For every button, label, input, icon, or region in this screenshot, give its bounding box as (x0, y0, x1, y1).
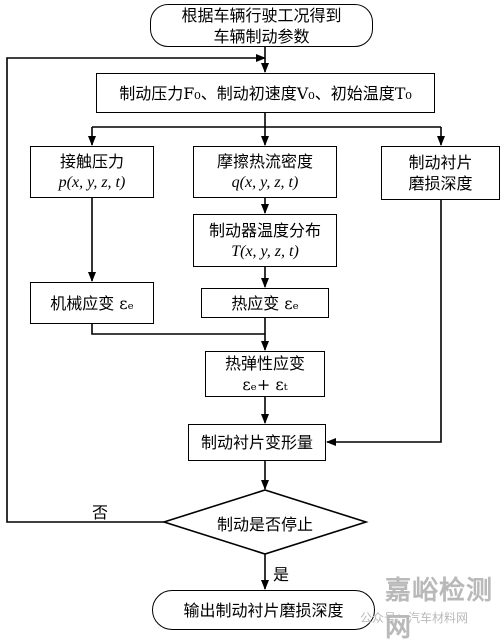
params-node: 制动压力F₀、制动初速度V₀、初始温度T₀ (96, 73, 435, 113)
contact-line2: p(x, y, z, t) (58, 174, 126, 191)
friction-line1: 摩擦热流密度 (216, 152, 313, 171)
edge-label-yes: 是 (273, 565, 290, 584)
thermoelastic-line1: 热弹性应变 (224, 354, 305, 373)
start-node: 根据车辆行驶工况得到 车辆制动参数 (150, 4, 373, 47)
mechanical-strain-node: 机械应变 εₑ (30, 282, 154, 324)
temperature-node: 制动器温度分布 T(x, y, z, t) (193, 214, 337, 267)
wear-depth-line1: 制动衬片 (408, 153, 473, 172)
deformation-node: 制动衬片变形量 (188, 424, 326, 461)
mechanical-strain-text: 机械应变 εₑ (50, 293, 134, 313)
temperature-line1: 制动器温度分布 (208, 220, 321, 240)
wear-depth-node: 制动衬片 磨损深度 (381, 146, 500, 200)
decision-text: 制动是否停止 (216, 515, 313, 534)
output-text: 输出制动衬片磨损深度 (183, 600, 344, 620)
watermark-caption: 公众号：汽车材料网 (360, 611, 469, 625)
edge-mech-thermoelastic (91, 324, 265, 335)
start-line2: 车辆制动参数 (213, 26, 310, 46)
thermal-strain-text: 热应变 εₑ (231, 293, 299, 313)
edge-label-no: 否 (92, 503, 109, 522)
friction-node: 摩擦热流密度 q(x, y, z, t) (193, 146, 337, 198)
start-line1: 根据车辆行驶工况得到 (181, 5, 342, 25)
contact-line1: 接触压力 (59, 152, 124, 171)
deformation-text: 制动衬片变形量 (200, 433, 313, 452)
params-text: 制动压力F₀、制动初速度V₀、初始温度T₀ (119, 83, 412, 103)
friction-line2: q(x, y, z, t) (231, 174, 299, 191)
thermoelastic-strain-node: 热弹性应变 εₑ+ εₜ (205, 351, 325, 397)
decision-diamond (161, 489, 369, 555)
temperature-line2: T(x, y, z, t) (231, 242, 299, 260)
edge-wear-deform (326, 200, 442, 446)
edge-decision-no-loop (6, 54, 266, 523)
thermoelastic-line2: εₑ+ εₜ (242, 375, 288, 394)
watermark-logo: 嘉峪检测网 (385, 576, 494, 643)
output-node: 输出制动衬片磨损深度 (152, 590, 375, 630)
thermal-strain-node: 热应变 εₑ (201, 288, 329, 318)
wear-depth-line2: 磨损深度 (408, 174, 473, 193)
contact-node: 接触压力 p(x, y, z, t) (30, 146, 154, 198)
